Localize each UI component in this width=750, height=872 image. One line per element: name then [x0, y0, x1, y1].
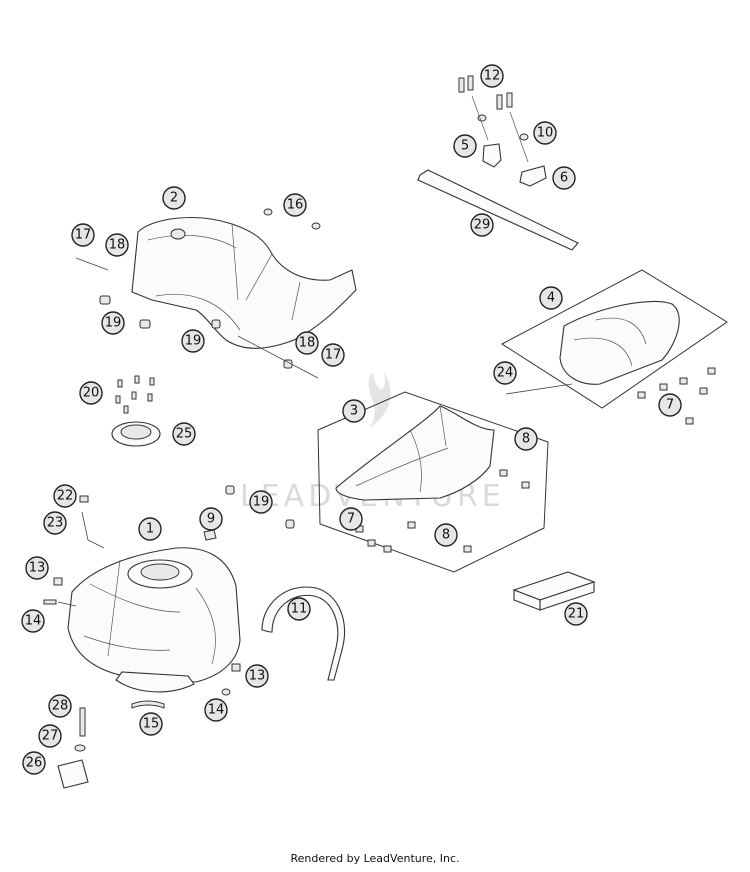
fuel-tank	[43, 511, 241, 696]
callout-14[interactable]: 14	[21, 609, 45, 633]
callout-8[interactable]: 8	[514, 427, 538, 451]
callout-24[interactable]: 24	[493, 361, 517, 385]
document-box	[512, 571, 596, 611]
callout-25[interactable]: 25	[172, 422, 196, 446]
callout-12[interactable]: 12	[480, 64, 504, 88]
callout-18[interactable]: 18	[105, 233, 129, 257]
callout-label: 19	[185, 334, 202, 349]
callout-label: 9	[207, 512, 215, 527]
callout-label: 7	[666, 398, 674, 413]
callouts: 12 5 10 6 29 2 16 17 18 19 19 18 17 4 24…	[21, 64, 682, 775]
strap-bracket-group	[417, 75, 579, 251]
small-parts	[79, 485, 295, 541]
callout-label: 11	[291, 602, 308, 617]
callout-19[interactable]: 19	[101, 311, 125, 335]
front-seat-group	[317, 391, 549, 573]
callout-label: 7	[347, 512, 355, 527]
callout-label: 4	[547, 291, 555, 306]
callout-5[interactable]: 5	[453, 134, 477, 158]
callout-label: 6	[560, 171, 568, 186]
fuel-cap-group	[111, 375, 161, 447]
callout-label: 15	[143, 717, 160, 732]
lower-parts	[57, 700, 165, 789]
callout-2[interactable]: 2	[162, 186, 186, 210]
footer-credit: Rendered by LeadVenture, Inc.	[290, 852, 460, 865]
callout-label: 13	[249, 669, 266, 684]
callout-28[interactable]: 28	[48, 694, 72, 718]
callout-label: 28	[52, 699, 69, 714]
callout-27[interactable]: 27	[38, 724, 62, 748]
callout-19[interactable]: 19	[249, 490, 273, 514]
callout-label: 19	[105, 316, 122, 331]
callout-label: 1	[146, 522, 154, 537]
callout-label: 29	[474, 218, 491, 233]
rear-seat-group	[501, 269, 728, 425]
callout-16[interactable]: 16	[283, 193, 307, 217]
callout-label: 21	[568, 607, 585, 622]
callout-22[interactable]: 22	[53, 484, 77, 508]
callout-label: 24	[497, 366, 514, 381]
callout-label: 13	[29, 561, 46, 576]
callout-4[interactable]: 4	[539, 286, 563, 310]
callout-13[interactable]: 13	[245, 664, 269, 688]
callout-13[interactable]: 13	[25, 556, 49, 580]
callout-label: 18	[109, 238, 126, 253]
callout-label: 19	[253, 495, 270, 510]
callout-label: 8	[442, 528, 450, 543]
callout-18[interactable]: 18	[295, 331, 319, 355]
callout-label: 20	[83, 386, 100, 401]
callout-7[interactable]: 7	[658, 393, 682, 417]
callout-26[interactable]: 26	[22, 751, 46, 775]
callout-label: 17	[75, 228, 92, 243]
callout-label: 23	[47, 516, 64, 531]
callout-label: 14	[25, 614, 42, 629]
tank-cover	[75, 208, 357, 379]
callout-label: 18	[299, 336, 316, 351]
callout-8[interactable]: 8	[434, 523, 458, 547]
callout-1[interactable]: 1	[138, 517, 162, 541]
callout-label: 22	[57, 489, 74, 504]
callout-label: 3	[350, 404, 358, 419]
callout-11[interactable]: 11	[287, 597, 311, 621]
callout-19[interactable]: 19	[181, 329, 205, 353]
callout-23[interactable]: 23	[43, 511, 67, 535]
callout-7[interactable]: 7	[339, 507, 363, 531]
callout-20[interactable]: 20	[79, 381, 103, 405]
callout-label: 27	[42, 729, 59, 744]
callout-label: 8	[522, 432, 530, 447]
callout-label: 26	[26, 756, 43, 771]
callout-3[interactable]: 3	[342, 399, 366, 423]
callout-6[interactable]: 6	[552, 166, 576, 190]
watermark-flame-icon	[368, 372, 391, 428]
callout-label: 10	[537, 126, 554, 141]
tank-strap	[261, 586, 346, 681]
callout-label: 5	[461, 139, 469, 154]
callout-label: 2	[170, 191, 178, 206]
callout-17[interactable]: 17	[71, 223, 95, 247]
callout-10[interactable]: 10	[533, 121, 557, 145]
callout-label: 14	[208, 703, 225, 718]
callout-14[interactable]: 14	[204, 698, 228, 722]
callout-9[interactable]: 9	[199, 507, 223, 531]
callout-label: 16	[287, 198, 304, 213]
callout-label: 25	[176, 427, 193, 442]
callout-17[interactable]: 17	[321, 343, 345, 367]
callout-label: 17	[325, 348, 342, 363]
callout-21[interactable]: 21	[564, 602, 588, 626]
callout-label: 12	[484, 69, 501, 84]
callout-29[interactable]: 29	[470, 213, 494, 237]
callout-15[interactable]: 15	[139, 712, 163, 736]
